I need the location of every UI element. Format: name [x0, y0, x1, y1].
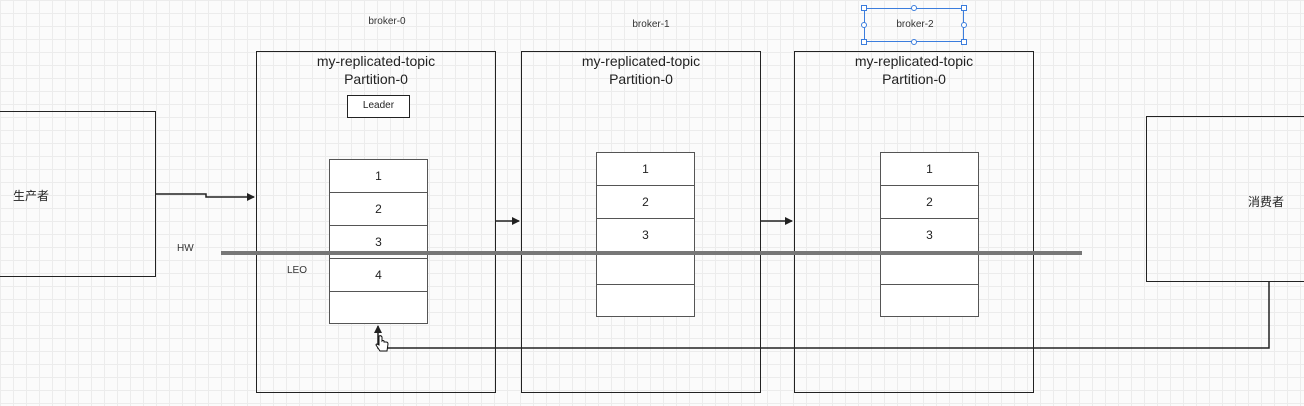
- broker-0-box[interactable]: [256, 51, 496, 393]
- leader-badge: Leader: [347, 95, 410, 118]
- broker-1-topic: my-replicated-topic: [581, 53, 701, 69]
- broker-0-topic: my-replicated-topic: [316, 53, 436, 69]
- log-cell: 1: [881, 153, 978, 186]
- selection-handle[interactable]: [861, 5, 867, 11]
- log-cell: 2: [881, 186, 978, 219]
- broker-2-topic: my-replicated-topic: [854, 53, 974, 69]
- consumer-box[interactable]: 消费者: [1146, 116, 1304, 282]
- broker-1-box[interactable]: [521, 51, 761, 393]
- broker-2-box[interactable]: [794, 51, 1034, 393]
- broker-1-partition: Partition-0: [609, 71, 673, 87]
- broker-1-label: broker-1: [632, 19, 670, 30]
- broker-2-log-stack: 1 2 3: [880, 152, 979, 317]
- producer-label: 生产者: [13, 189, 50, 203]
- consumer-fetch-arrow: [374, 282, 1270, 349]
- hand-cursor-icon: [375, 335, 389, 352]
- log-cell: 4: [330, 259, 427, 292]
- broker-1-log-stack: 1 2 3: [596, 152, 695, 317]
- broker-2-label: broker-2: [896, 19, 934, 30]
- selection-handle[interactable]: [961, 5, 967, 11]
- broker-2-partition: Partition-0: [882, 71, 946, 87]
- broker-0-label: broker-0: [368, 16, 406, 27]
- selection-handle[interactable]: [911, 39, 917, 45]
- producer-box[interactable]: 生产者: [0, 111, 156, 277]
- selection-handle[interactable]: [861, 22, 867, 28]
- consumer-label: 消费者: [1248, 195, 1285, 209]
- broker-0-partition: Partition-0: [344, 71, 408, 87]
- log-cell: 1: [597, 153, 694, 186]
- hw-label: HW: [177, 243, 194, 254]
- producer-to-broker0-arrow: [156, 193, 255, 201]
- broker-0-log-stack: 1 2 3 4: [329, 159, 428, 324]
- selection-handle[interactable]: [911, 5, 917, 11]
- log-cell: 2: [330, 193, 427, 226]
- high-watermark-line[interactable]: [221, 251, 1082, 255]
- log-cell: 3: [330, 226, 427, 259]
- log-cell: [881, 252, 978, 285]
- log-cell: 1: [330, 160, 427, 193]
- log-cell: [597, 252, 694, 285]
- selection-handle[interactable]: [961, 22, 967, 28]
- log-cell: 2: [597, 186, 694, 219]
- selection-handle[interactable]: [861, 39, 867, 45]
- leo-label: LEO: [287, 265, 308, 276]
- selection-handle[interactable]: [961, 39, 967, 45]
